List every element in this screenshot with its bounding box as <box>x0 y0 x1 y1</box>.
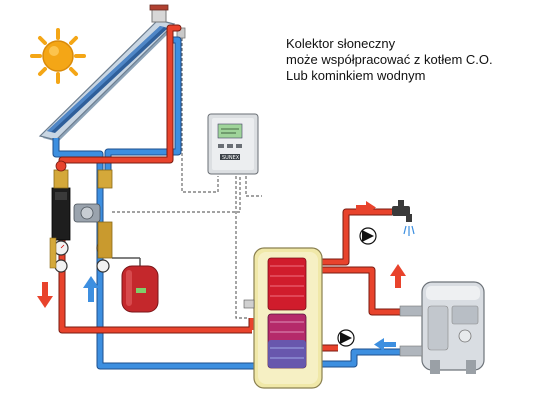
solar-collector <box>38 4 186 142</box>
circulation-pump-top <box>359 227 377 245</box>
circulation-pump-bottom <box>337 329 355 347</box>
arrow-up-hot <box>390 264 406 288</box>
caption-line-2: może współpracować z kotłem C.O. <box>286 52 493 67</box>
arrow-left-cold <box>374 338 396 351</box>
caption-line-3: Lub kominkiem wodnym <box>286 68 426 83</box>
arrow-down-hot <box>37 282 53 308</box>
controller-brand: SUNEX <box>222 155 240 161</box>
tap-icon <box>392 200 415 236</box>
signal-wires <box>112 38 262 319</box>
boiler-icon <box>399 281 485 374</box>
sun-icon <box>30 28 86 84</box>
flow-arrows <box>37 201 406 351</box>
pump-station-icon <box>49 160 113 273</box>
arrow-up-cold <box>83 276 99 302</box>
tank-icon <box>243 247 323 389</box>
caption-line-1: Kolektor słoneczny <box>286 36 396 51</box>
arrow-right-hot <box>356 201 376 214</box>
controller-icon: SUNEX <box>207 113 259 175</box>
expansion-vessel-icon <box>112 257 159 313</box>
